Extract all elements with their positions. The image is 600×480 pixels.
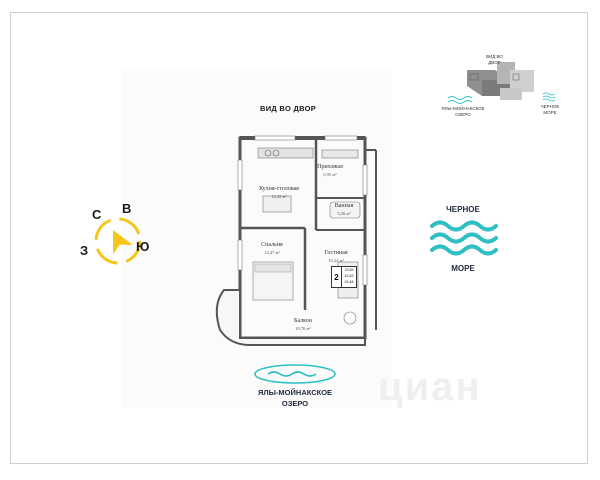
apartment-badge: 2 33,69 43,62 24,48	[331, 266, 357, 288]
plan-background	[122, 68, 392, 408]
room-kitchen: Кухня-столовая 12,43 м²	[249, 186, 309, 200]
room-kitchen-name: Кухня-столовая	[259, 186, 299, 192]
room-hall-name: Прихожая	[317, 164, 343, 170]
room-balcony-area: 10,76 м²	[295, 326, 311, 331]
sea-label-top: ЧЕРНОЕ	[446, 205, 480, 214]
room-bath-name: Ванная	[334, 203, 354, 209]
minimap-lake-label: ЯЛЫ-МОЙНАКСКОЕ ОЗЕРО	[441, 106, 485, 117]
room-bedroom-area: 12,47 м²	[264, 250, 280, 255]
minimap-yard-label: ВИД ВО ДВОР	[486, 54, 503, 65]
lake-label-line2: ОЗЕРО	[281, 399, 309, 408]
room-living: Гостиная 10,22 м²	[314, 250, 358, 264]
room-balcony-name: Балкон	[294, 318, 312, 324]
room-hall: Прихожая 6,95 м²	[308, 164, 352, 178]
outer-frame	[10, 12, 588, 464]
compass-west: З	[80, 243, 89, 258]
lake-label: ЯЛЫ-МОЙНАКСКОЕ ОЗЕРО	[245, 387, 345, 409]
compass-south: Ю	[136, 239, 150, 254]
room-hall-area: 6,95 м²	[323, 172, 337, 177]
badge-area-2: 43,62	[344, 274, 354, 278]
room-bath: Ванная 3,56 м²	[326, 203, 362, 217]
watermark: циан	[378, 365, 482, 409]
badge-area-1: 33,69	[344, 268, 354, 272]
badge-room-count: 2	[332, 267, 342, 287]
room-balcony: Балкон 10,76 м²	[268, 318, 338, 332]
badge-area-3: 24,48	[344, 280, 354, 284]
room-living-area: 10,22 м²	[328, 258, 344, 263]
room-bedroom-name: Спальня	[261, 242, 283, 248]
compass-north: С	[92, 207, 102, 222]
room-bath-area: 3,56 м²	[337, 211, 351, 216]
room-living-name: Гостиная	[324, 250, 348, 256]
room-bedroom: Спальня 12,47 м²	[250, 242, 294, 256]
badge-areas: 33,69 43,62 24,48	[342, 267, 356, 287]
compass-icon	[94, 217, 142, 265]
minimap-sea-label: ЧЕРНОЕ МОРЕ	[540, 104, 560, 115]
sea-label-bottom: МОРЕ	[451, 264, 475, 273]
view-yard-label: ВИД ВО ДВОР	[260, 104, 317, 113]
lake-label-line1: ЯЛЫ-МОЙНАКСКОЕ	[257, 388, 333, 397]
compass: С В Ю З	[78, 201, 158, 281]
room-kitchen-area: 12,43 м²	[271, 194, 287, 199]
compass-east: В	[122, 201, 132, 216]
